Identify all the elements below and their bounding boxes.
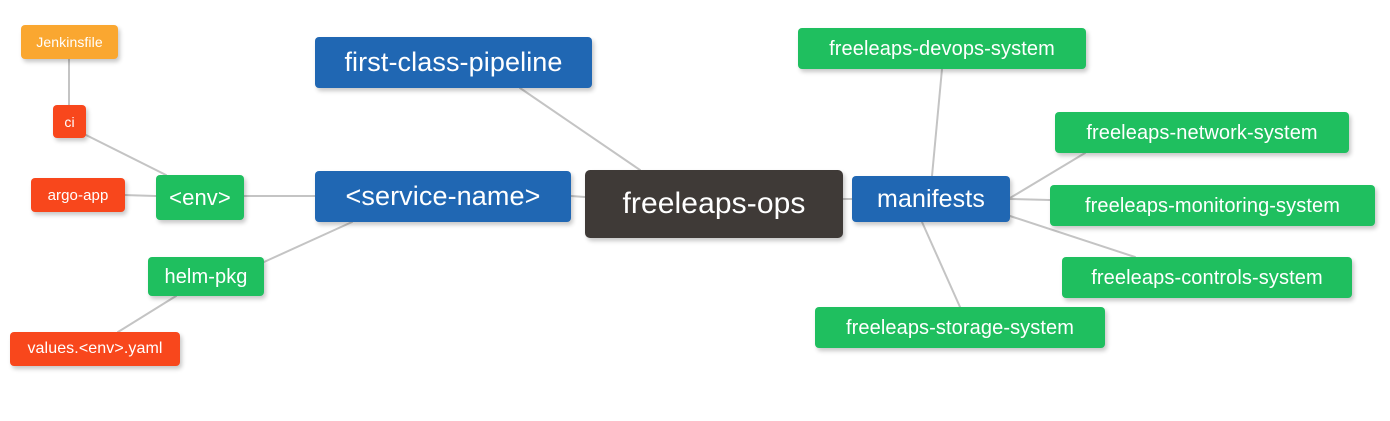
node-values-yaml[interactable]: values.<env>.yaml	[10, 332, 180, 366]
node-first-class-pipeline[interactable]: first-class-pipeline	[315, 37, 592, 88]
node-freeleaps-network-system[interactable]: freeleaps-network-system	[1055, 112, 1349, 153]
edge-service-name-to-freeleaps-ops	[570, 195, 586, 198]
edge-manifests-to-freeleaps-devops-system	[931, 68, 943, 177]
node-label: values.<env>.yaml	[27, 340, 163, 357]
node-label: freeleaps-monitoring-system	[1084, 194, 1340, 217]
node-label: argo-app	[47, 186, 109, 204]
edge-manifests-to-freeleaps-storage-system	[921, 221, 961, 308]
node-label: freeleaps-storage-system	[845, 316, 1075, 339]
node-freeleaps-monitoring-system[interactable]: freeleaps-monitoring-system	[1050, 185, 1375, 226]
node-label: freeleaps-ops	[622, 187, 806, 220]
node-ci[interactable]: ci	[53, 105, 86, 138]
node-label: Jenkinsfile	[36, 34, 103, 50]
edge-helm-pkg-to-service-name	[263, 221, 353, 263]
node-label: freeleaps-devops-system	[829, 37, 1055, 60]
edge-manifests-to-freeleaps-monitoring-system	[1009, 198, 1051, 201]
edge-argo-app-to-env	[124, 194, 157, 197]
node-freeleaps-storage-system[interactable]: freeleaps-storage-system	[815, 307, 1105, 348]
node-helm-pkg[interactable]: helm-pkg	[148, 257, 264, 296]
node-label: <service-name>	[345, 181, 541, 211]
node-label: ci	[64, 113, 75, 130]
node-freeleaps-ops[interactable]: freeleaps-ops	[585, 170, 843, 238]
node-label: helm-pkg	[164, 265, 248, 288]
node-service-name[interactable]: <service-name>	[315, 171, 571, 222]
node-freeleaps-controls-system[interactable]: freeleaps-controls-system	[1062, 257, 1352, 298]
node-label: manifests	[877, 184, 985, 213]
node-jenkinsfile[interactable]: Jenkinsfile	[21, 25, 118, 59]
edge-ci-to-env	[85, 134, 167, 176]
node-env[interactable]: <env>	[156, 175, 244, 220]
node-manifests[interactable]: manifests	[852, 176, 1010, 222]
node-label: freeleaps-network-system	[1086, 121, 1318, 144]
node-label: freeleaps-controls-system	[1091, 266, 1323, 289]
node-freeleaps-devops-system[interactable]: freeleaps-devops-system	[798, 28, 1086, 69]
node-label: <env>	[169, 184, 231, 210]
edge-first-class-pipeline-to-freeleaps-ops	[519, 87, 641, 171]
edge-values-yaml-to-helm-pkg	[117, 295, 177, 333]
node-label: first-class-pipeline	[344, 47, 563, 77]
node-argo-app[interactable]: argo-app	[31, 178, 125, 212]
